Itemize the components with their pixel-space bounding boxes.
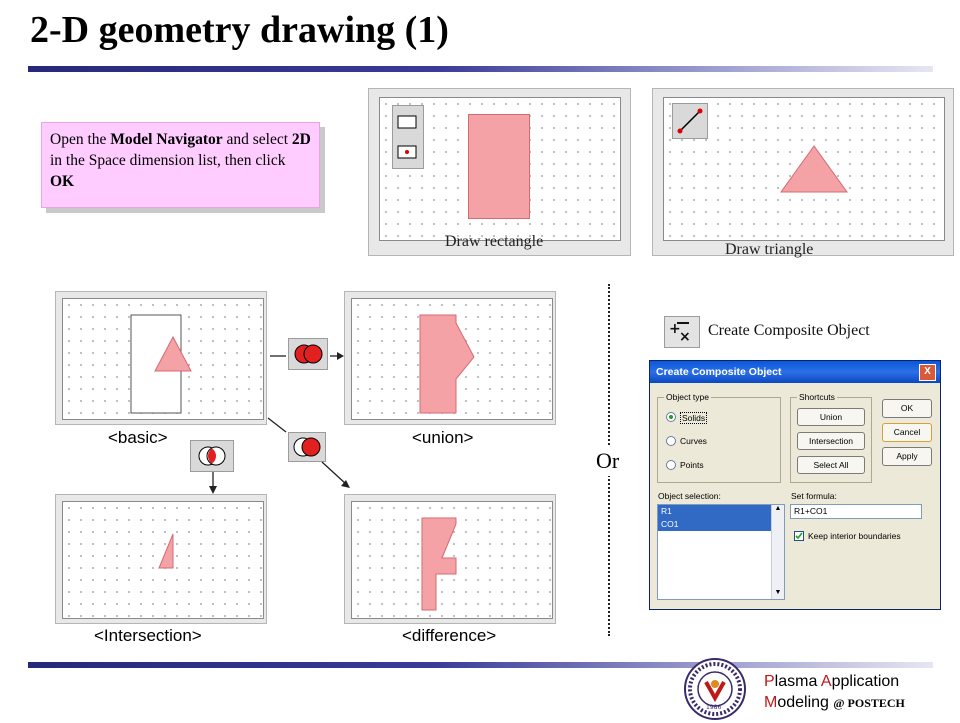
rectangle-tool-icon (397, 115, 417, 159)
difference-op-icon[interactable] (288, 432, 326, 462)
cancel-button[interactable]: Cancel (882, 423, 932, 442)
boolean-operations-figure: <basic> <union> (52, 288, 564, 650)
create-composite-dialog: Create Composite Object X Object type So… (649, 360, 941, 610)
geometry-canvas (62, 501, 264, 619)
shortcuts-label: Shortcuts (797, 392, 837, 402)
shortcuts-group: Shortcuts Union Intersection Select All (790, 392, 872, 483)
radio-points[interactable] (666, 460, 676, 470)
composite-object-label: Create Composite Object (708, 322, 870, 339)
union-shape (419, 314, 475, 414)
object-selection-label: Object selection: (658, 491, 721, 501)
composite-object-icon: + × (669, 321, 691, 345)
postech-seal: 1986 (684, 658, 746, 720)
difference-screenshot (344, 494, 556, 624)
scroll-down-icon[interactable]: ▼ (774, 589, 782, 596)
select-all-button[interactable]: Select All (797, 456, 865, 474)
geometry-canvas (351, 298, 553, 420)
basic-caption: <basic> (108, 428, 168, 447)
list-item[interactable]: R1 (658, 505, 784, 518)
svg-text:+: + (669, 321, 681, 337)
page-title: 2-D geometry drawing (1) (30, 9, 449, 51)
union-venn-icon (294, 344, 323, 364)
intersection-shape (158, 533, 174, 569)
intersection-caption: <Intersection> (94, 626, 202, 645)
intersection-screenshot (55, 494, 267, 624)
or-label: Or (596, 448, 620, 473)
keep-interior-label: Keep interior boundaries (808, 531, 901, 541)
difference-arrow (267, 417, 350, 488)
keep-interior-checkbox[interactable] (794, 531, 804, 541)
union-arrow (270, 352, 344, 360)
union-button[interactable]: Union (797, 408, 865, 426)
draw-triangle-caption: Draw triangle (725, 241, 814, 258)
draw-rectangle-screenshot: Draw rectangle (368, 88, 631, 256)
close-icon[interactable]: X (919, 364, 936, 381)
ok-button[interactable]: OK (882, 399, 932, 418)
dialog-title: Create Composite Object (650, 361, 940, 383)
list-scrollbar[interactable]: ▲ ▼ (771, 505, 784, 599)
seal-year: 1986 (706, 704, 722, 711)
line-tool-glyph-icon (677, 108, 703, 134)
postech-seal-icon (688, 662, 742, 716)
intersection-venn-icon (198, 446, 226, 466)
draw-rectangle-caption: Draw rectangle (445, 233, 544, 250)
radio-solids-label: Solids (680, 412, 708, 424)
difference-shape (421, 517, 457, 611)
set-formula-field[interactable]: R1+CO1 (790, 504, 922, 519)
checkmark-icon (795, 532, 803, 540)
apply-button[interactable]: Apply (882, 447, 932, 466)
union-op-icon[interactable] (288, 338, 328, 370)
object-type-label: Object type (664, 392, 711, 402)
object-selection-list[interactable]: R1 CO1 ▲ ▼ (657, 504, 785, 600)
footer-line-1: Plasma Application (764, 673, 900, 690)
object-type-group: Object type Solids Curves Points (657, 392, 781, 483)
radio-curves[interactable] (666, 436, 676, 446)
composite-object-button[interactable]: + × (664, 316, 700, 348)
basic-screenshot (55, 291, 267, 425)
svg-text:×: × (679, 329, 691, 345)
set-formula-label: Set formula: (791, 491, 837, 501)
union-screenshot (344, 291, 556, 425)
basic-shapes (130, 314, 192, 414)
intersection-op-icon[interactable] (190, 440, 234, 472)
triangle-shape (780, 145, 848, 193)
footer-line-2: Modeling @ POSTECH (764, 694, 905, 711)
geometry-canvas (62, 298, 264, 420)
difference-caption: <difference> (402, 626, 497, 645)
rectangle-shape (468, 114, 530, 219)
footer-divider (28, 662, 933, 668)
or-label-bg (596, 446, 626, 476)
draw-triangle-screenshot: Draw triangle (652, 88, 954, 258)
geometry-canvas (663, 97, 945, 241)
radio-points-label: Points (680, 460, 704, 470)
radio-solids[interactable] (666, 412, 676, 422)
scroll-up-icon[interactable]: ▲ (774, 505, 782, 512)
line-tool-icon[interactable] (672, 103, 708, 139)
title-divider (28, 66, 933, 72)
geometry-canvas (351, 501, 553, 619)
instruction-note: Open the Model Navigator and select 2D i… (41, 122, 320, 208)
intersection-arrow (209, 472, 217, 494)
union-caption: <union> (412, 428, 474, 447)
radio-curves-label: Curves (680, 436, 707, 446)
intersection-button[interactable]: Intersection (797, 432, 865, 450)
rectangle-tool-icons[interactable] (392, 105, 424, 169)
difference-venn-icon (293, 437, 321, 457)
list-item[interactable]: CO1 (658, 518, 784, 531)
